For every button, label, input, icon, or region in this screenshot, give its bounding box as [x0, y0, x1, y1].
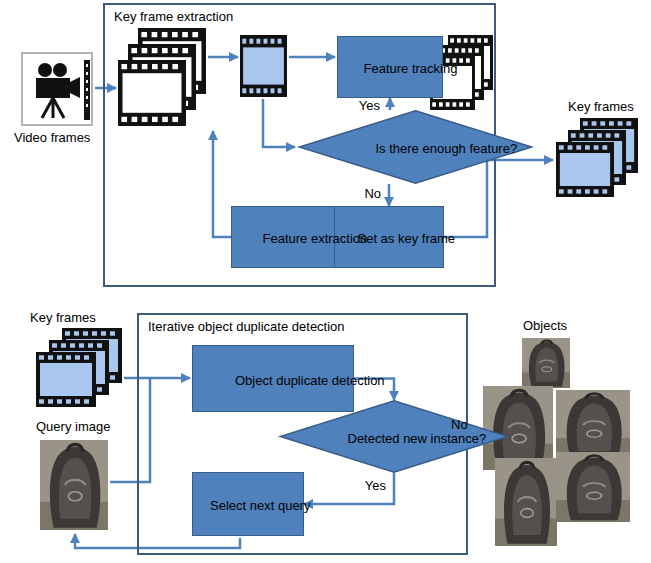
caption-label: Key frames [30, 311, 96, 326]
query-photo [40, 440, 108, 530]
edge-label: Yes [363, 479, 388, 494]
edge-label: No [362, 187, 383, 202]
caption-label: Objects [523, 319, 567, 334]
decision-diamond: Is there enough feature? [297, 110, 534, 184]
video-camera-icon [22, 53, 92, 125]
node-text: Feature tracking [364, 62, 426, 77]
flow-arrow [388, 184, 391, 206]
stage-frame: Iterative object duplicate detectionObje… [137, 313, 468, 555]
caption-label: Query image [36, 420, 110, 435]
caption-label: No [451, 418, 468, 433]
current-frame [240, 35, 287, 97]
node-text: Is there enough feature? [376, 142, 465, 157]
caption-label: Key frames [568, 100, 634, 115]
key-frame-stack [556, 118, 638, 197]
process-box: Feature tracking [337, 36, 443, 98]
edge-label: Yes [357, 99, 382, 114]
node-text: Set as key frame [358, 232, 430, 247]
decision-diamond: Detected new instance? [278, 400, 510, 473]
node-text: Feature extraction [263, 232, 326, 247]
node-text: Select next query [210, 499, 295, 514]
flow-arrow [304, 473, 394, 504]
process-box: Feature extraction [231, 206, 348, 268]
node-text: Detected new instance? [348, 432, 450, 447]
flow-line [75, 57, 553, 548]
stage-heading: Key frame extraction [114, 10, 233, 25]
stage-frame: Key frame extractionFeature tracking Is t… [103, 3, 496, 287]
node-text: Object duplicate detection [235, 374, 320, 389]
object-photos [483, 338, 630, 546]
process-box: Object duplicate detection [192, 345, 354, 412]
key-frame-stack [36, 328, 122, 407]
stage-heading: Iterative object duplicate detection [148, 320, 345, 335]
process-box: Set as key frame [334, 206, 444, 268]
flow-arrow [354, 379, 394, 401]
caption-label: Video frames [14, 131, 90, 146]
flow-arrow [389, 98, 392, 110]
process-box: Select next query [192, 472, 304, 536]
frame-stack [118, 28, 206, 126]
